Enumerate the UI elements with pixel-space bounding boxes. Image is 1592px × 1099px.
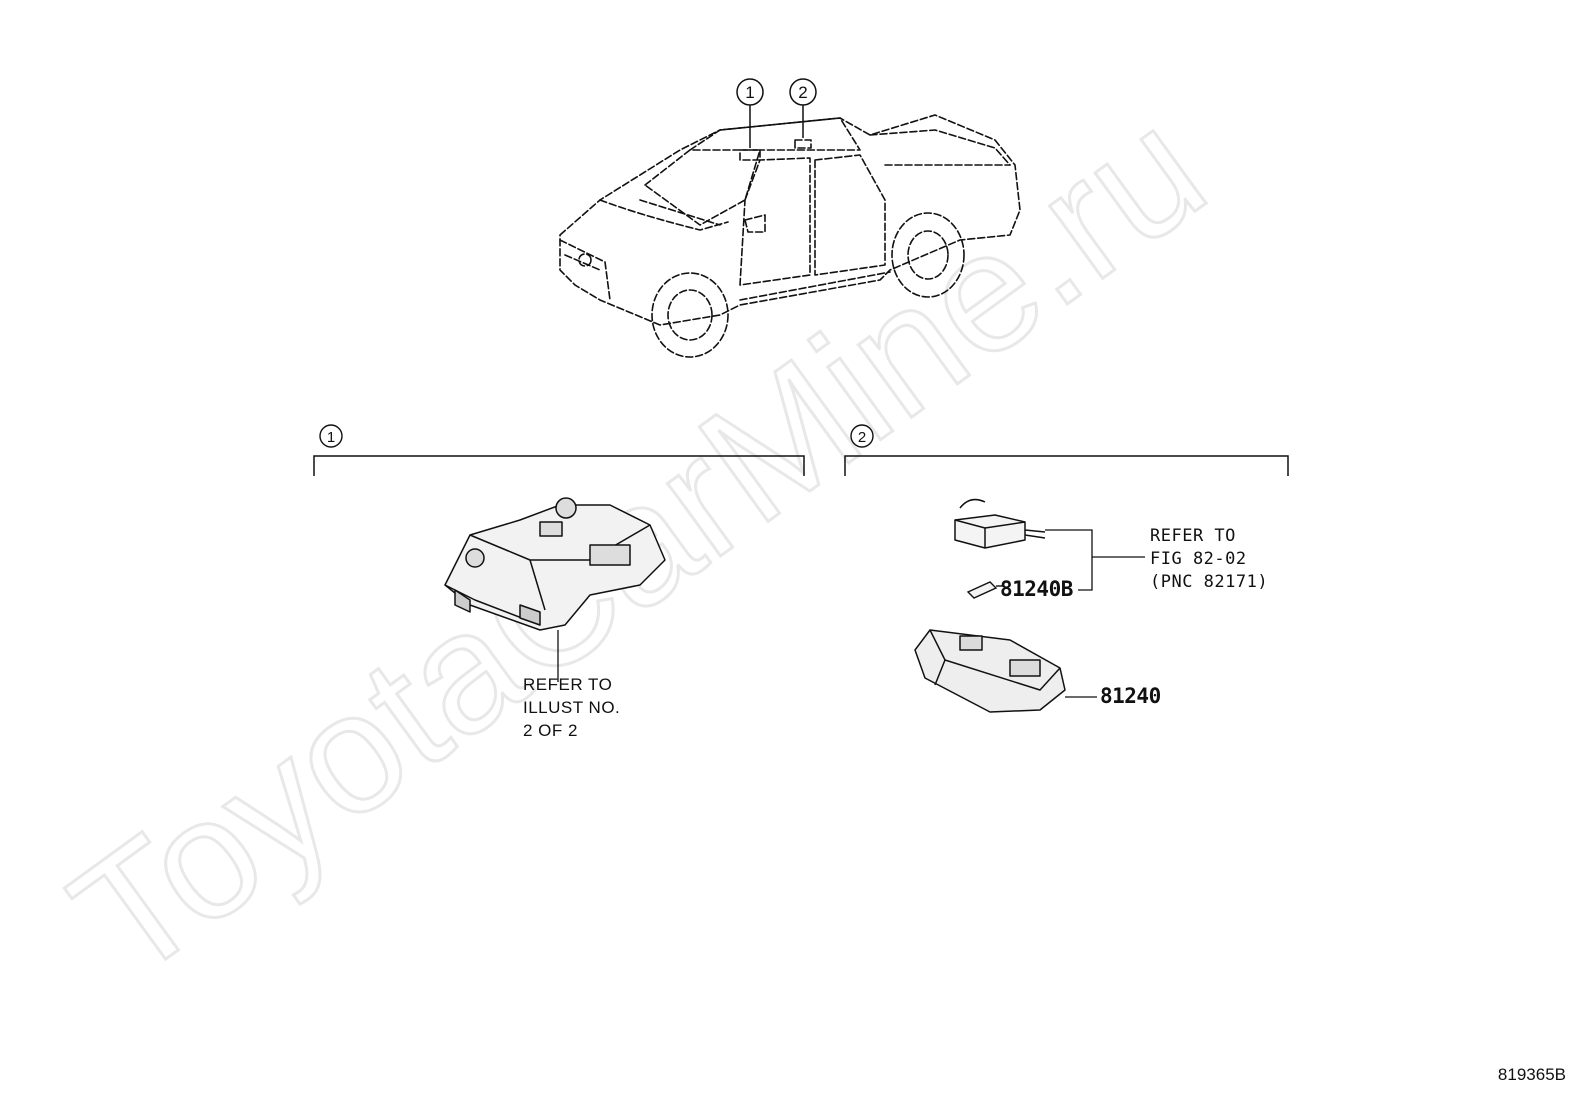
refer-note-line: ILLUST NO.: [523, 698, 621, 717]
refer-note-line: FIG 82-02: [1150, 549, 1247, 569]
bulb-drawing: [966, 581, 1004, 599]
part-number-81240b[interactable]: 81240B: [1000, 577, 1073, 601]
callout-2-truck: 2: [789, 78, 817, 138]
callout-1-truck: 1: [736, 78, 764, 148]
dome-lamp-drawing: [914, 629, 1097, 713]
overhead-console-drawing: [444, 497, 666, 682]
truck-illustration: [559, 114, 1021, 358]
group-2-refer-note[interactable]: REFER TO FIG 82-02 (PNC 82171): [1150, 525, 1268, 594]
illustration-number: 819365B: [1497, 1065, 1566, 1084]
group-2-leaders: [1045, 529, 1145, 591]
group-1-bracket: [313, 455, 805, 476]
refer-note-line: REFER TO: [1150, 526, 1236, 546]
refer-note-line: (PNC 82171): [1150, 572, 1269, 592]
group-1-marker: 1: [319, 424, 343, 448]
group-2-bracket: [844, 455, 1289, 476]
svg-text:1: 1: [327, 429, 335, 446]
group-2-marker: 2: [850, 424, 874, 448]
svg-text:2: 2: [858, 429, 866, 446]
refer-note-line: REFER TO: [523, 675, 613, 694]
svg-text:1: 1: [745, 83, 754, 102]
connector-drawing: [954, 498, 1046, 549]
part-number-81240[interactable]: 81240: [1100, 684, 1161, 708]
refer-note-line: 2 OF 2: [523, 721, 578, 740]
svg-text:2: 2: [798, 83, 807, 102]
group-1-refer-note[interactable]: REFER TO ILLUST NO. 2 OF 2: [523, 673, 620, 742]
